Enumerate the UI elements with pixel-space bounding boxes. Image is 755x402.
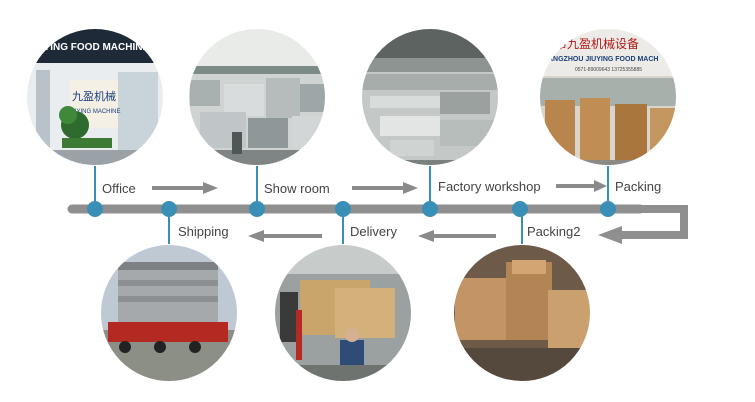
- office-photo: JIUYING FOOD MACHINERY EQU 九盈机械 JIUYING …: [26, 28, 187, 166]
- arrow-workshop-to-packing: [556, 180, 607, 192]
- arrow-packing2-to-delivery: [418, 230, 496, 242]
- office-label: Office: [102, 181, 136, 196]
- arrow-showroom-to-workshop: [352, 182, 418, 194]
- packing-sign-text: 市九盈机械设备: [555, 36, 639, 51]
- packing-label: Packing: [615, 179, 661, 194]
- delivery-photo: [274, 244, 412, 382]
- showroom-label: Show room: [264, 181, 330, 196]
- office-node: [87, 201, 103, 217]
- arrow-office-to-showroom: [152, 182, 218, 194]
- shipping-node: [161, 201, 177, 217]
- timeline-return-elbow: [620, 205, 688, 239]
- showroom-node: [249, 201, 265, 217]
- packing2-label: Packing2: [527, 224, 580, 239]
- packing-node: [600, 201, 616, 217]
- showroom-photo: [188, 28, 326, 166]
- office-wall-caption: JIUYING MACHINE: [67, 109, 120, 115]
- delivery-label: Delivery: [350, 224, 397, 239]
- office-sign-text: JIUYING FOOD MACHINERY EQU: [28, 42, 187, 53]
- packing-sign-phone: 0571-89009643 13725355885: [575, 67, 642, 73]
- arrow-delivery-to-shipping: [248, 230, 322, 242]
- workshop-label: Factory workshop: [438, 179, 541, 194]
- office-wall-logo: 九盈机械: [72, 89, 116, 103]
- packing2-photo: [453, 244, 591, 382]
- workshop-photo: [361, 28, 499, 166]
- timeline-return-arrowhead: [598, 226, 622, 244]
- packing-photo: 市九盈机械设备 ANGZHOU JIUYING FOOD MACH 0571-8…: [539, 28, 677, 166]
- delivery-node: [335, 201, 351, 217]
- packing-sign-subtitle: ANGZHOU JIUYING FOOD MACH: [548, 56, 658, 63]
- shipping-label: Shipping: [178, 224, 229, 239]
- workshop-node: [422, 201, 438, 217]
- packing2-node: [512, 201, 528, 217]
- shipping-photo: [100, 244, 238, 382]
